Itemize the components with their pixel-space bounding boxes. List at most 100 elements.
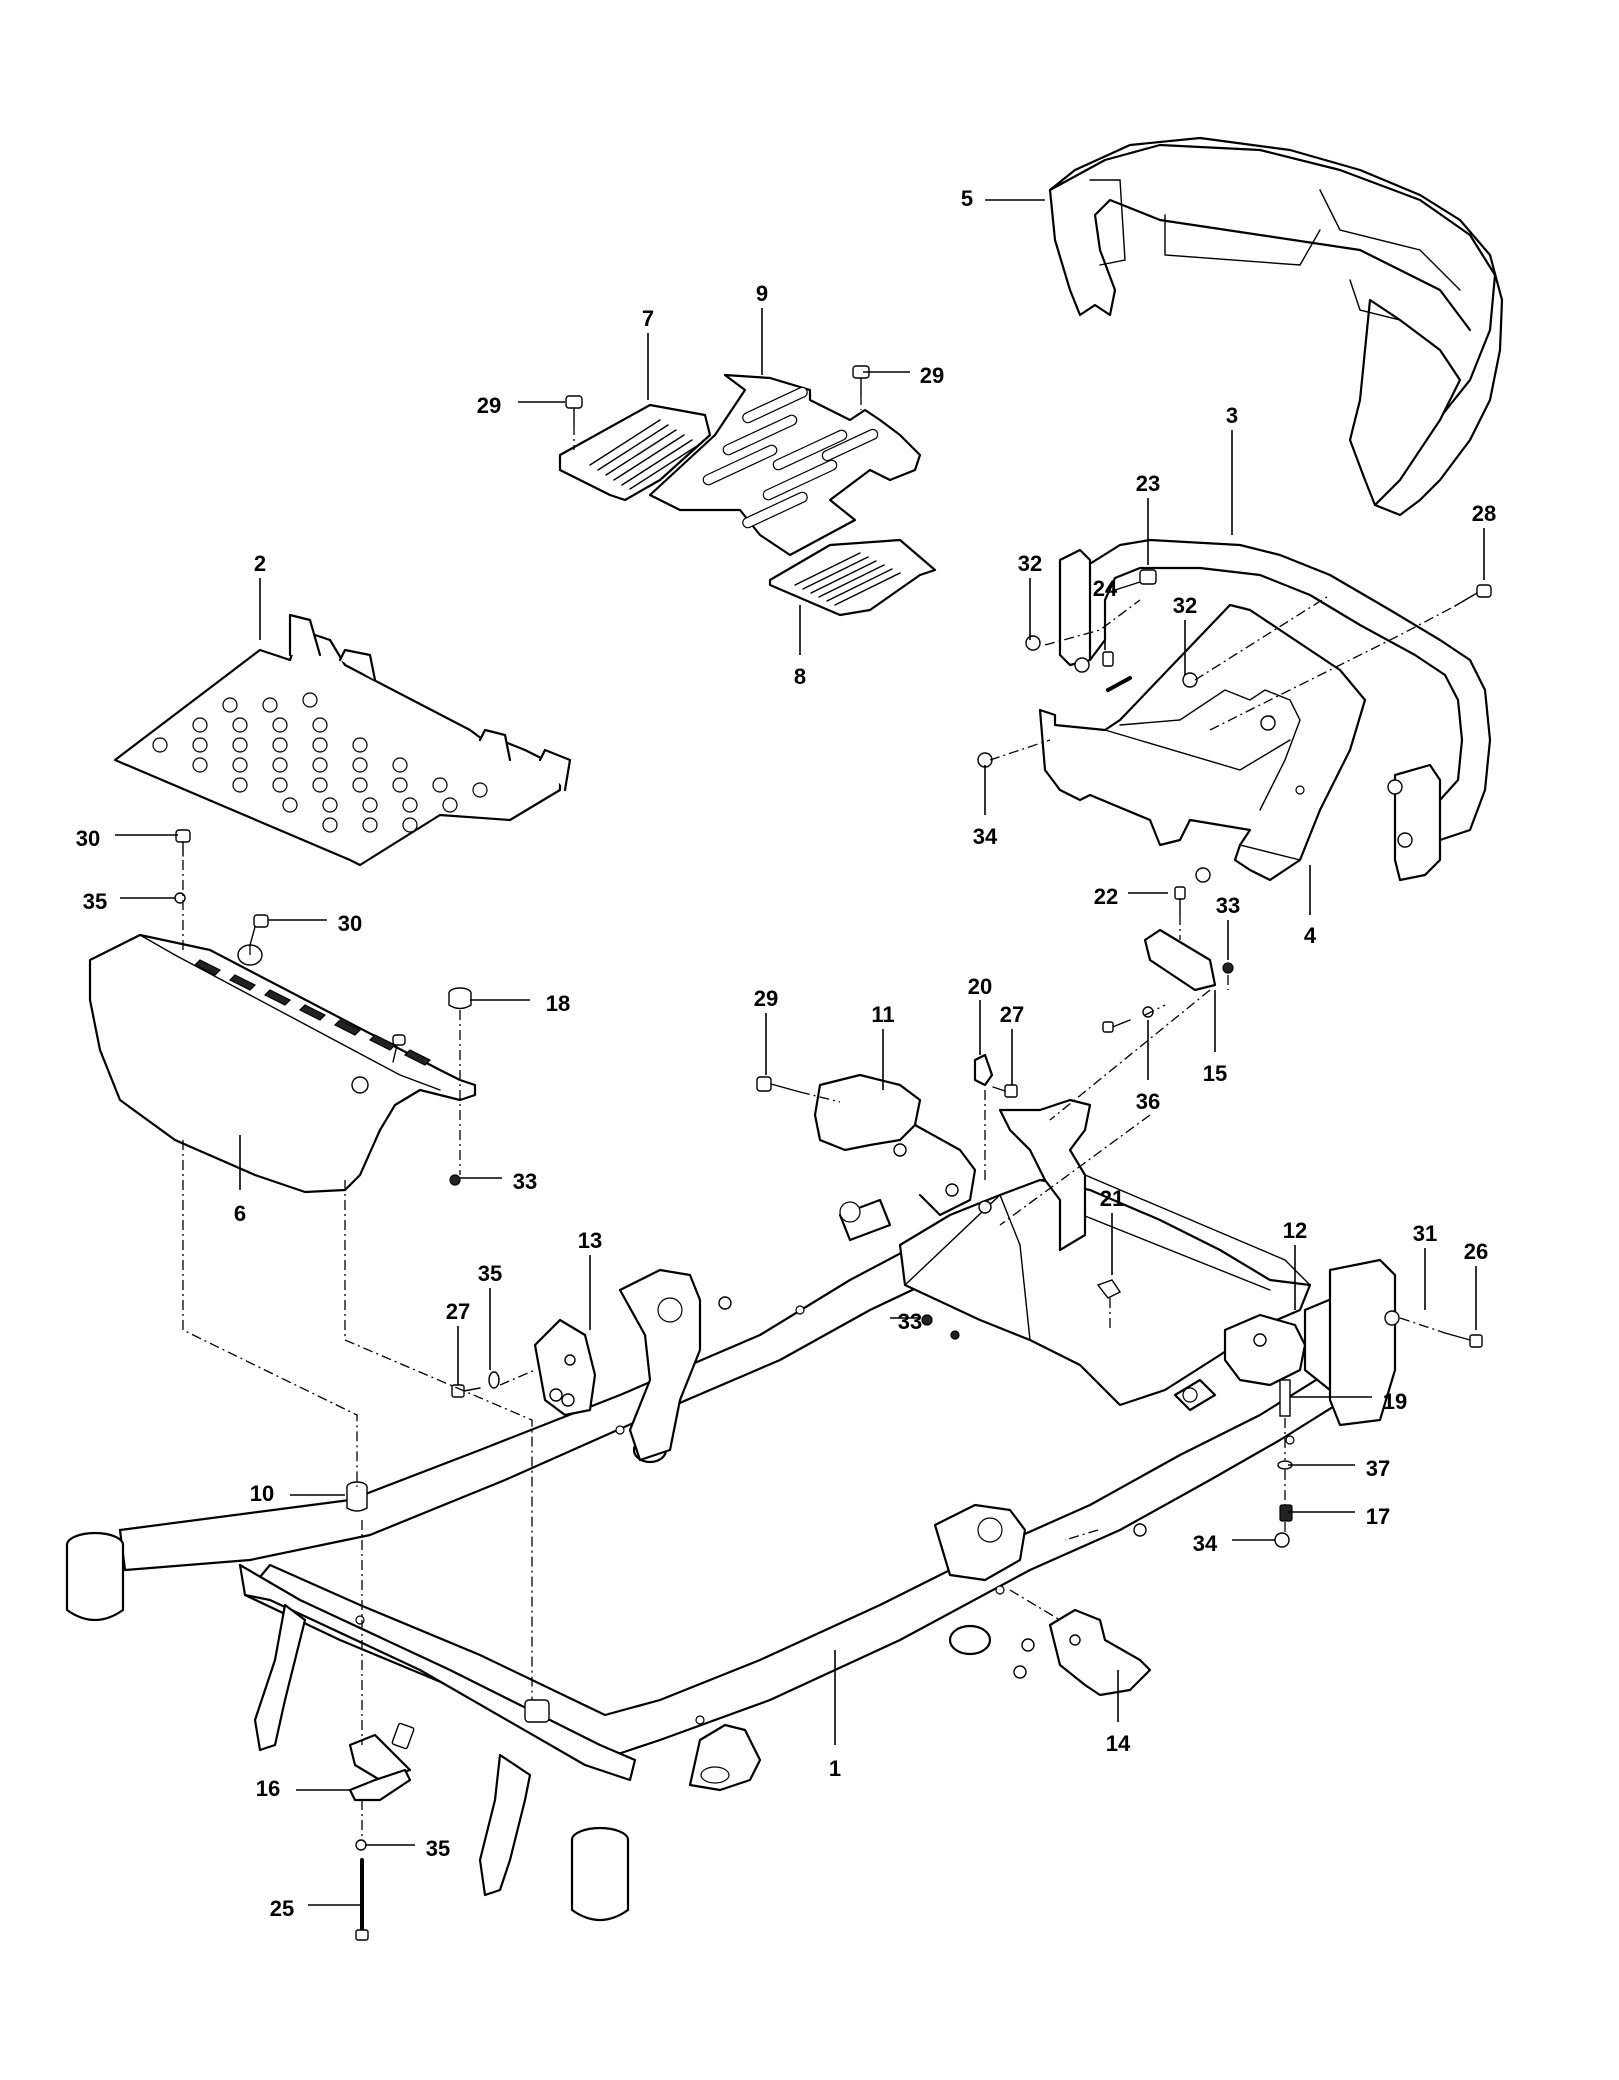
screw-36 (1102, 1006, 1154, 1033)
callout-c29: 29 (477, 393, 565, 418)
callout-c33c: 33 (1216, 893, 1240, 960)
part-number-label: 14 (1106, 1731, 1131, 1756)
part-3-rear-bumper (1058, 538, 1492, 882)
callout-c28: 28 (1472, 501, 1496, 580)
bolt-24 (1102, 651, 1132, 692)
part-16-clip (348, 1722, 415, 1802)
callout-c34: 34 (973, 765, 998, 849)
callout-c21: 21 (1100, 1186, 1124, 1275)
part-number-label: 19 (1383, 1389, 1407, 1414)
callout-labels: 1234567891011121314151617181920212223242… (76, 186, 1496, 1921)
callout-c30b: 30 (268, 911, 362, 936)
part-number-label: 34 (1193, 1531, 1218, 1556)
part-number-label: 33 (898, 1309, 922, 1334)
bolt-29-c (756, 1076, 801, 1093)
callout-c26: 26 (1464, 1239, 1488, 1330)
callout-c36: 36 (1136, 1020, 1160, 1114)
nut-31 (1384, 1310, 1400, 1326)
part-6-front-pan (88, 933, 477, 1194)
nut-33-a (449, 1174, 461, 1186)
callout-c34b: 34 (1193, 1531, 1275, 1556)
callout-c33: 33 (460, 1169, 537, 1194)
spring-17 (1279, 1504, 1293, 1522)
part-number-label: 28 (1472, 501, 1496, 526)
part-number-label: 33 (513, 1169, 537, 1194)
bolt-29-a (565, 395, 583, 426)
part-number-label: 27 (446, 1299, 470, 1324)
callout-c27b: 27 (446, 1299, 470, 1385)
callout-c9: 9 (756, 281, 768, 375)
part-1-main-frame (65, 1098, 1397, 1921)
callout-c14: 14 (1106, 1670, 1131, 1756)
floor-plate-slots (702, 386, 879, 529)
callout-c35c: 35 (365, 1836, 450, 1861)
part-number-label: 18 (546, 991, 570, 1016)
part-21-nut-plate (1096, 1279, 1122, 1299)
callout-c12: 12 (1283, 1218, 1307, 1310)
part-12-bracket (1223, 1313, 1307, 1387)
part-number-label: 30 (76, 826, 100, 851)
part-number-label: 33 (1216, 893, 1240, 918)
part-number-label: 16 (256, 1776, 280, 1801)
part-number-label: 32 (1018, 551, 1042, 576)
part-number-label: 15 (1203, 1061, 1227, 1086)
part-number-label: 10 (250, 1481, 274, 1506)
part-number-label: 23 (1136, 471, 1160, 496)
assembly-lines (182, 395, 1456, 1840)
part-number-label: 22 (1094, 884, 1118, 909)
part-number-label: 32 (1173, 593, 1197, 618)
bolt-27-a (992, 1084, 1018, 1098)
callout-c35b: 35 (478, 1261, 502, 1370)
part-number-label: 3 (1226, 403, 1238, 428)
callout-c6: 6 (234, 1135, 246, 1226)
bolt-25 (355, 1858, 369, 1941)
part-number-label: 7 (642, 306, 654, 331)
callout-c2: 2 (254, 551, 266, 640)
part-number-label: 27 (1000, 1002, 1024, 1027)
part-number-label: 6 (234, 1201, 246, 1226)
nut-32-b (1182, 672, 1198, 688)
part-number-label: 5 (961, 186, 973, 211)
part-2-perforated-plate (113, 613, 572, 867)
part-number-label: 24 (1093, 576, 1118, 601)
part-number-label: 29 (920, 363, 944, 388)
part-13-bracket (533, 1318, 597, 1417)
callout-c37: 37 (1288, 1456, 1390, 1481)
callout-c31: 31 (1413, 1221, 1437, 1310)
part-number-label: 17 (1366, 1504, 1390, 1529)
part-9-floor-plate (648, 373, 922, 557)
bolt-30-a (175, 829, 191, 857)
part-number-label: 11 (871, 1002, 894, 1027)
part-8-footrest-right (768, 538, 937, 617)
part-number-label: 25 (270, 1896, 294, 1921)
callout-c17: 17 (1288, 1504, 1390, 1529)
pan-vents (193, 959, 432, 1066)
callout-c20: 20 (968, 974, 992, 1055)
callout-c13: 13 (578, 1228, 602, 1330)
bumper-18 (448, 987, 472, 1010)
part-number-label: 29 (477, 393, 501, 418)
washer-35-c (355, 1839, 367, 1851)
plate-holes (152, 692, 488, 833)
bolt-22 (1174, 886, 1186, 916)
part-number-label: 1 (829, 1756, 841, 1781)
part-5-rear-hood (1048, 136, 1504, 517)
part-number-label: 2 (254, 551, 266, 576)
callout-c3: 3 (1226, 403, 1238, 535)
nut-33-c (1222, 962, 1234, 974)
part-7-footrest-left (558, 403, 712, 502)
part-20-clip (973, 1053, 994, 1087)
hardware (174, 365, 1492, 1941)
part-number-label: 30 (338, 911, 362, 936)
nut-34-a (977, 752, 993, 768)
callout-c15: 15 (1203, 990, 1227, 1086)
callout-c8: 8 (794, 605, 806, 689)
part-number-label: 31 (1413, 1221, 1437, 1246)
bolt-30-c (392, 1034, 406, 1063)
callout-c24: 24 (1093, 576, 1118, 650)
callout-c29b: 29 (863, 363, 944, 388)
callout-c32: 32 (1018, 551, 1042, 640)
bolt-23 (1114, 569, 1157, 591)
part-number-label: 4 (1304, 923, 1317, 948)
